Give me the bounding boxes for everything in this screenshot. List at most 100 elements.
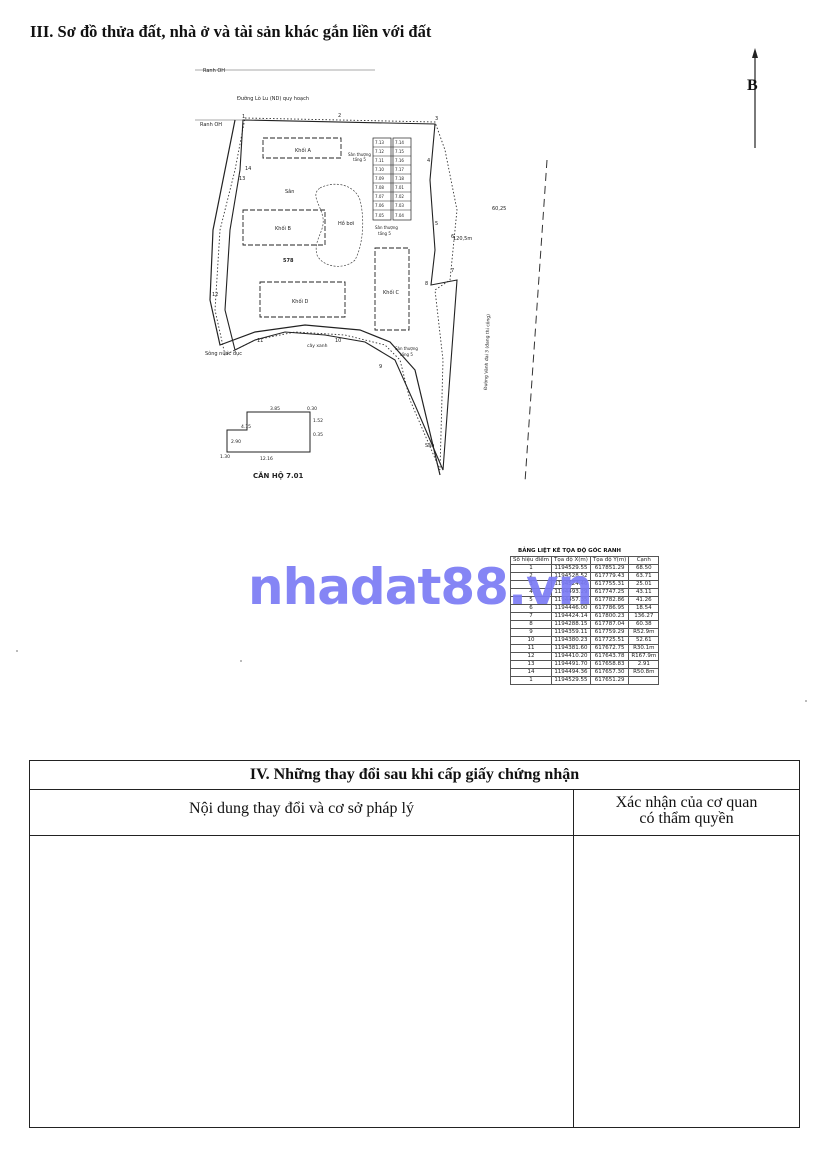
coord-cell: 1194381.60	[551, 644, 591, 653]
svg-text:5: 5	[435, 221, 438, 227]
svg-text:4.15: 4.15	[241, 424, 251, 430]
coord-cell: 8	[510, 620, 552, 629]
coord-cell: 10	[510, 636, 552, 645]
svg-text:7.17: 7.17	[395, 167, 404, 172]
coord-cell: 617657.30	[589, 668, 630, 677]
coord-cell: 12	[510, 652, 552, 661]
svg-text:9: 9	[379, 364, 382, 370]
svg-text:1.30: 1.30	[220, 454, 230, 460]
north-label: B	[747, 77, 758, 94]
coord-cell: 9	[510, 628, 552, 637]
coord-cell: 617779.43	[589, 572, 630, 581]
section-3-title: III. Sơ đồ thửa đất, nhà ở và tài sản kh…	[30, 22, 432, 41]
san-label: Sân	[285, 188, 294, 195]
svg-text:7.12: 7.12	[375, 149, 384, 154]
apartment-7-01-sketch: 3.85 0.30 12.16 2.90 1.30 0.35 4.15 1.52…	[220, 406, 323, 480]
coord-cell: 1	[510, 676, 552, 685]
coord-cell: 43.11	[628, 588, 660, 597]
svg-text:Sân thượng: Sân thượng	[348, 152, 371, 157]
column-header-content: Nội dung thay đổi và cơ sở pháp lý	[30, 790, 574, 835]
svg-text:7.03: 7.03	[395, 203, 404, 208]
coord-cell: 617786.95	[589, 604, 630, 613]
coord-cell: 41.26	[628, 596, 660, 605]
content-cell	[30, 836, 574, 1127]
watermark: nhadat88.vn	[248, 558, 593, 616]
coord-cell: R167.9m	[628, 652, 660, 661]
svg-text:6: 6	[451, 234, 454, 240]
coord-cell: R30.1m	[628, 644, 660, 653]
road-right-label: Đường Vành đai 3 (đang thi công)	[482, 314, 492, 390]
khoi-c-label: Khối C	[383, 289, 399, 296]
section-4-title: IV. Những thay đổi sau khi cấp giấy chứn…	[30, 761, 799, 790]
coord-cell	[628, 676, 660, 685]
khoi-b-label: Khối B	[275, 225, 291, 232]
svg-text:1: 1	[242, 114, 245, 120]
canho-label: CĂN HỘ 7.01	[253, 471, 303, 480]
svg-text:13: 13	[239, 176, 245, 182]
svg-text:3.85: 3.85	[270, 406, 280, 412]
svg-text:120,5m: 120,5m	[453, 236, 472, 242]
svg-text:7.18: 7.18	[395, 176, 404, 181]
svg-text:7.10: 7.10	[375, 167, 384, 172]
coord-cell: 617725.51	[589, 636, 630, 645]
coord-header-edge: Cạnh	[628, 556, 660, 565]
coord-cell: 617851.29	[589, 564, 630, 573]
coord-cell: 63.71	[628, 572, 660, 581]
svg-text:7.07: 7.07	[375, 194, 384, 199]
coord-cell: 136.27	[628, 612, 660, 621]
svg-text:7.14: 7.14	[395, 140, 404, 145]
coord-cell: 617658.83	[589, 660, 630, 669]
coord-cell: R50.8m	[628, 668, 660, 677]
coord-cell: 617643.78	[589, 652, 630, 661]
svg-text:0.35: 0.35	[313, 432, 323, 438]
road-top-label: Đường Lò Lu (ND) quy hoạch	[237, 95, 309, 102]
ranh-top-label: Ranh OH	[203, 68, 225, 74]
svg-text:tầng 5: tầng 5	[378, 231, 391, 236]
svg-text:tầng 5: tầng 5	[400, 352, 413, 357]
coord-cell: 617651.29	[589, 676, 630, 685]
svg-text:7.01: 7.01	[395, 185, 404, 190]
confirmation-cell	[574, 836, 799, 1127]
coord-cell: 617787.04	[589, 620, 630, 629]
coord-cell: 13	[510, 660, 552, 669]
coord-cell: 617672.75	[589, 644, 630, 653]
svg-text:4: 4	[427, 158, 430, 164]
coord-cell: 25.01	[628, 580, 660, 589]
svg-text:7: 7	[451, 268, 454, 274]
changes-table: IV. Những thay đổi sau khi cấp giấy chứn…	[29, 760, 800, 1128]
svg-text:tầng 5: tầng 5	[353, 157, 366, 162]
ranh-left-label: Ranh OH	[200, 122, 222, 128]
coord-cell: 14	[510, 668, 552, 677]
lot-number: 578	[283, 258, 294, 264]
svg-text:Sân thượng: Sân thượng	[375, 225, 398, 230]
svg-text:7.04: 7.04	[395, 213, 404, 218]
north-arrow-icon	[752, 48, 758, 148]
coord-cell: 1194494.36	[551, 668, 591, 677]
svg-text:60,25: 60,25	[492, 206, 506, 212]
coord-cell: 617782.86	[589, 596, 630, 605]
ho-boi-label: Hồ bơi	[338, 219, 354, 227]
khoi-a-label: Khối A	[295, 147, 311, 154]
coord-header-y: Tọa độ Y(m)	[589, 556, 630, 565]
svg-text:10: 10	[335, 338, 341, 344]
coord-cell: 1194529.55	[551, 676, 591, 685]
svg-text:7.02: 7.02	[395, 194, 404, 199]
svg-text:7.11: 7.11	[375, 158, 384, 163]
coord-cell: 1194288.15	[551, 620, 591, 629]
coord-cell: 18.54	[628, 604, 660, 613]
apartment-cells: 7.13 7.12 7.11 7.10 7.09 7.08 7.07 7.06 …	[372, 137, 412, 221]
khoi-d-label: Khối D	[292, 298, 308, 305]
coord-cell: 68.50	[628, 564, 660, 573]
coord-cell: 617800.23	[589, 612, 630, 621]
svg-text:7.16: 7.16	[395, 158, 404, 163]
coord-cell: 617755.31	[589, 580, 630, 589]
svg-text:Sân thượng: Sân thượng	[395, 346, 418, 351]
svg-text:12: 12	[212, 292, 218, 298]
coord-cell: 2.91	[628, 660, 660, 669]
